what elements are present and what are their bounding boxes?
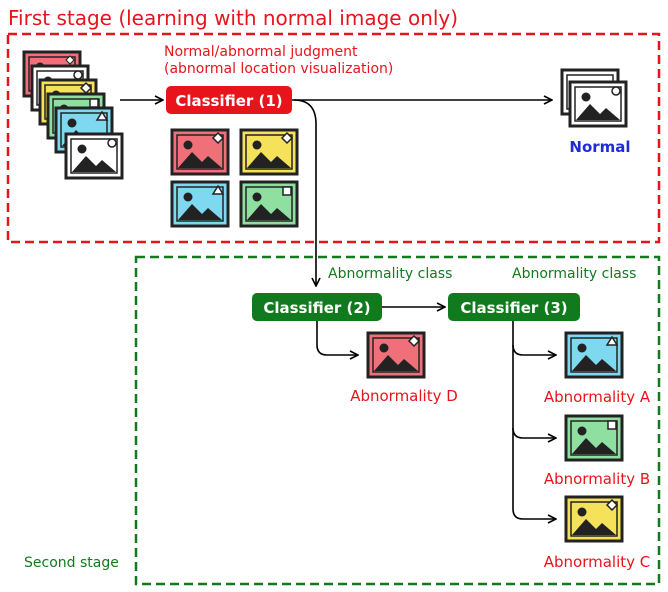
first-stage-box <box>6 32 661 244</box>
abnormality-b-label: Abnormality B <box>544 470 650 488</box>
image-icon <box>564 495 624 543</box>
abnormal-image-grid <box>170 128 299 228</box>
abnormality-a-label: Abnormality A <box>544 388 651 406</box>
abnormality-d-label: Abnormality D <box>350 387 458 405</box>
classifier-3-label: Classifier (3) <box>460 299 567 317</box>
abnormality-class-label-1: Abnormality class <box>328 266 452 282</box>
arrow-icon <box>512 428 556 519</box>
second-stage-label: Second stage <box>24 555 119 571</box>
image-icon <box>564 414 624 462</box>
image-icon <box>366 331 426 379</box>
image-icon <box>22 50 82 98</box>
classifier-3-box: Classifier (3) <box>448 293 580 321</box>
abnormality-c-label: Abnormality C <box>544 553 651 571</box>
image-icon <box>170 128 230 176</box>
arrow-icon <box>512 321 556 355</box>
image-icon <box>64 132 124 180</box>
classifier-1-label: Classifier (1) <box>175 92 282 110</box>
abnormality-class-label-2: Abnormality class <box>512 266 636 282</box>
normal-image-stack <box>560 68 628 128</box>
second-stage-box <box>134 255 661 586</box>
arrow-icon <box>316 321 358 355</box>
classifier-2-label: Classifier (2) <box>263 299 370 317</box>
image-icon <box>239 180 299 228</box>
image-icon <box>170 180 230 228</box>
input-image-stack <box>22 50 124 180</box>
normal-label: Normal <box>569 138 630 156</box>
page-title: First stage (learning with normal image … <box>8 6 458 30</box>
classifier-2-box: Classifier (2) <box>252 293 382 321</box>
judgment-sublabel: (abnormal location visualization) <box>164 61 393 77</box>
image-icon <box>239 128 299 176</box>
arrow-icon <box>293 99 316 286</box>
image-icon <box>564 331 624 379</box>
image-icon <box>568 80 628 128</box>
judgment-label: Normal/abnormal judgment <box>164 44 358 60</box>
classifier-1-box: Classifier (1) <box>166 86 292 114</box>
image-icon <box>54 106 114 154</box>
